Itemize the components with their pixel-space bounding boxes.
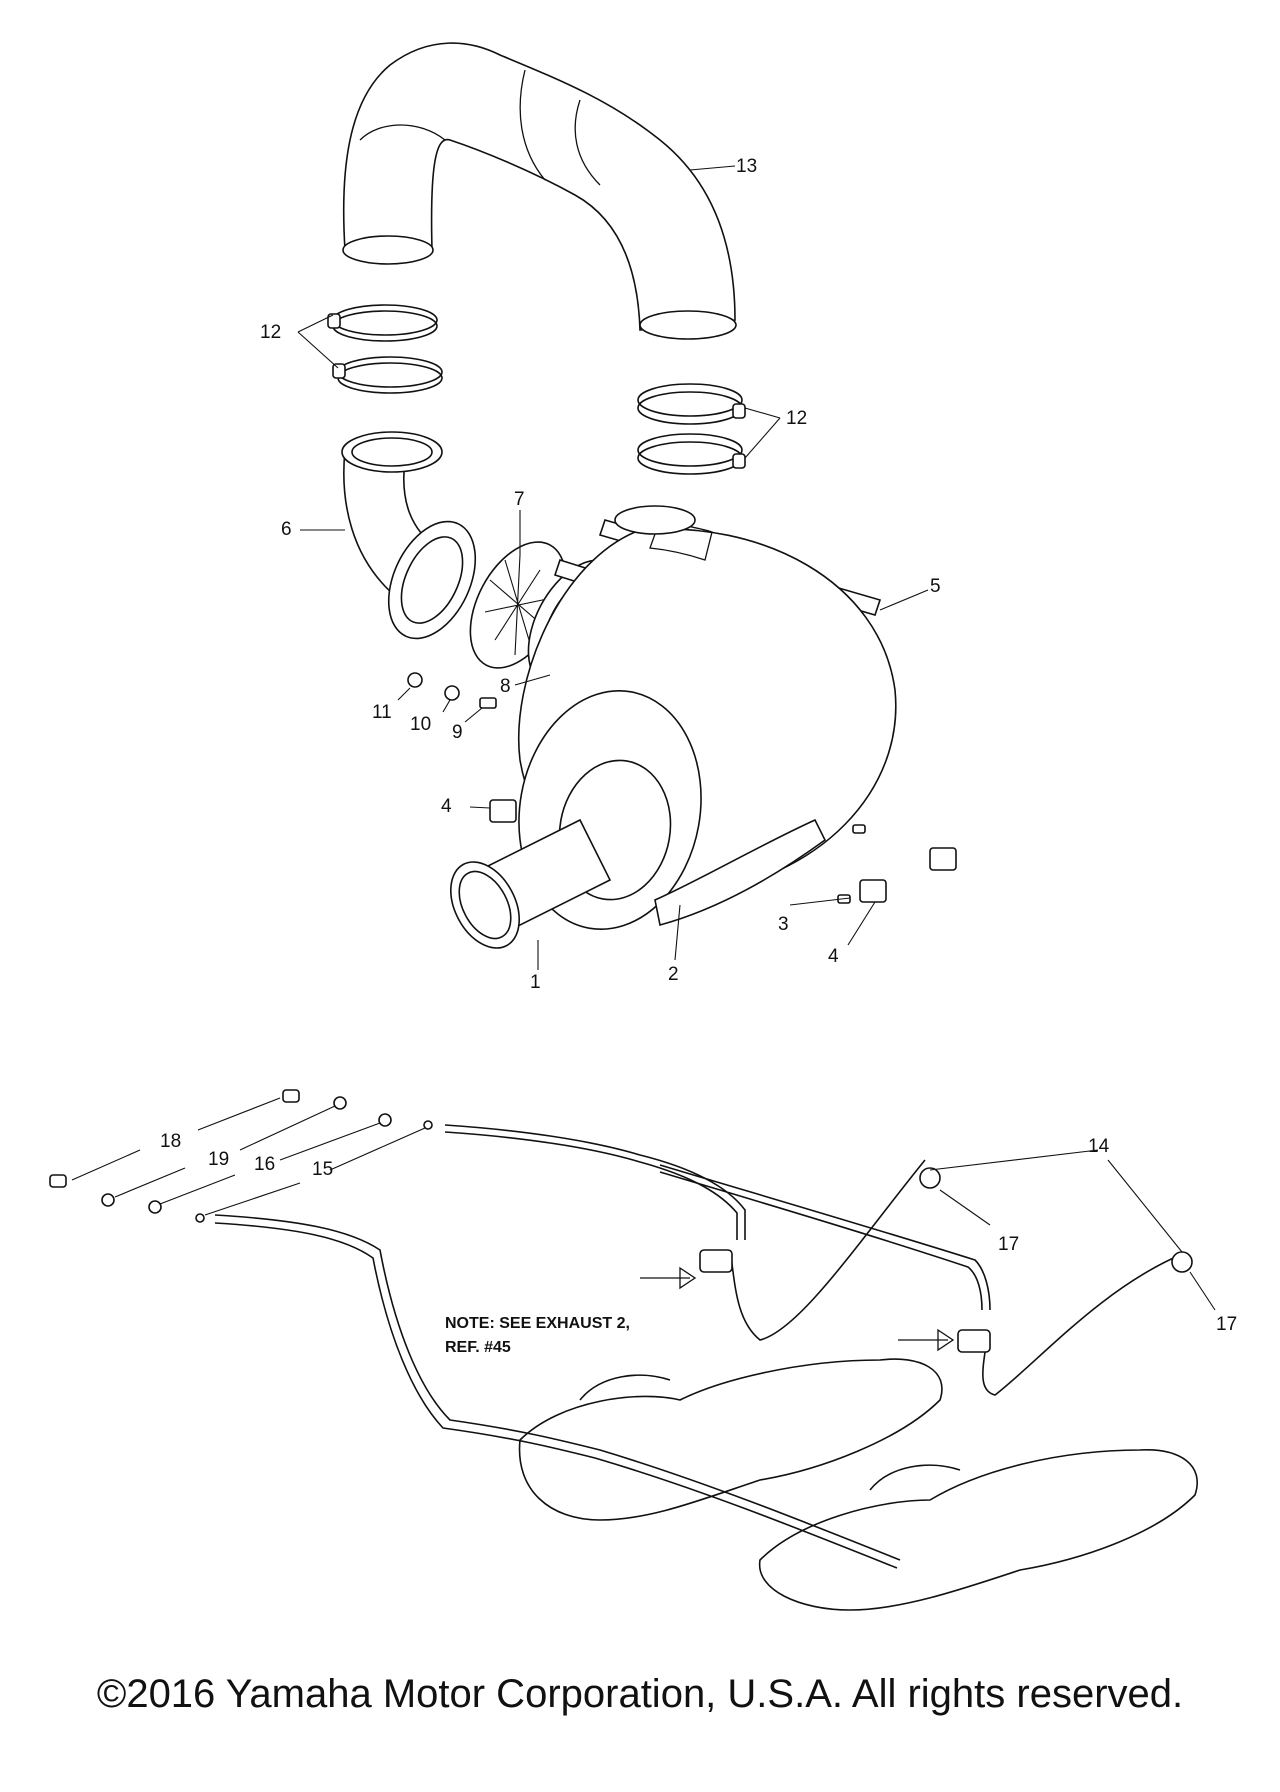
callout-14: 14: [1088, 1136, 1110, 1157]
silencer-body: [450, 505, 897, 949]
callout-13: 13: [736, 156, 757, 177]
callout-8: 8: [500, 676, 511, 697]
part-2-bracket: [654, 818, 827, 926]
note-line-2: REF. #45: [445, 1339, 511, 1356]
callout-11: 11: [372, 702, 392, 723]
callout-2: 2: [668, 964, 679, 985]
callout-1: 1: [530, 972, 541, 993]
callout-labels: 1 2 3 4 4 5 6 7 8 9 10 11 12 12 13 14 15…: [160, 156, 1237, 1335]
note-line-1: NOTE: SEE EXHAUST 2,: [445, 1315, 630, 1332]
callout-6: 6: [281, 519, 292, 540]
callout-9: 9: [452, 722, 463, 743]
hardware-kit: [49, 1089, 433, 1223]
callout-16: 16: [254, 1154, 275, 1175]
callout-19: 19: [208, 1149, 229, 1170]
part-4-clips: [489, 799, 957, 903]
part-12-clamps-left: [327, 304, 443, 394]
callout-15: 15: [312, 1159, 333, 1180]
part-13-hose: [342, 42, 737, 340]
callout-7: 7: [514, 489, 525, 510]
callout-18: 18: [160, 1131, 181, 1152]
callout-10: 10: [410, 714, 431, 735]
flow-arrows: [640, 1266, 955, 1352]
copyright-notice: ©2016 Yamaha Motor Corporation, U.S.A. A…: [96, 1672, 1184, 1716]
callout-5: 5: [930, 576, 941, 597]
callout-4a: 4: [441, 796, 452, 817]
part-6-elbow: [341, 431, 477, 640]
callout-3: 3: [778, 914, 789, 935]
leader-lines: [297, 165, 1216, 1311]
exhaust-note: NOTE: SEE EXHAUST 2, REF. #45: [445, 1315, 630, 1356]
callout-12a: 12: [260, 322, 281, 343]
callout-17b: 17: [1216, 1314, 1237, 1335]
callout-17a: 17: [998, 1234, 1019, 1255]
callout-4b: 4: [828, 946, 839, 967]
callout-12b: 12: [786, 408, 807, 429]
water-lines: [214, 1124, 1181, 1569]
part-12-clamps-right: [637, 383, 746, 475]
exhaust-manifolds: [518, 1358, 1198, 1611]
